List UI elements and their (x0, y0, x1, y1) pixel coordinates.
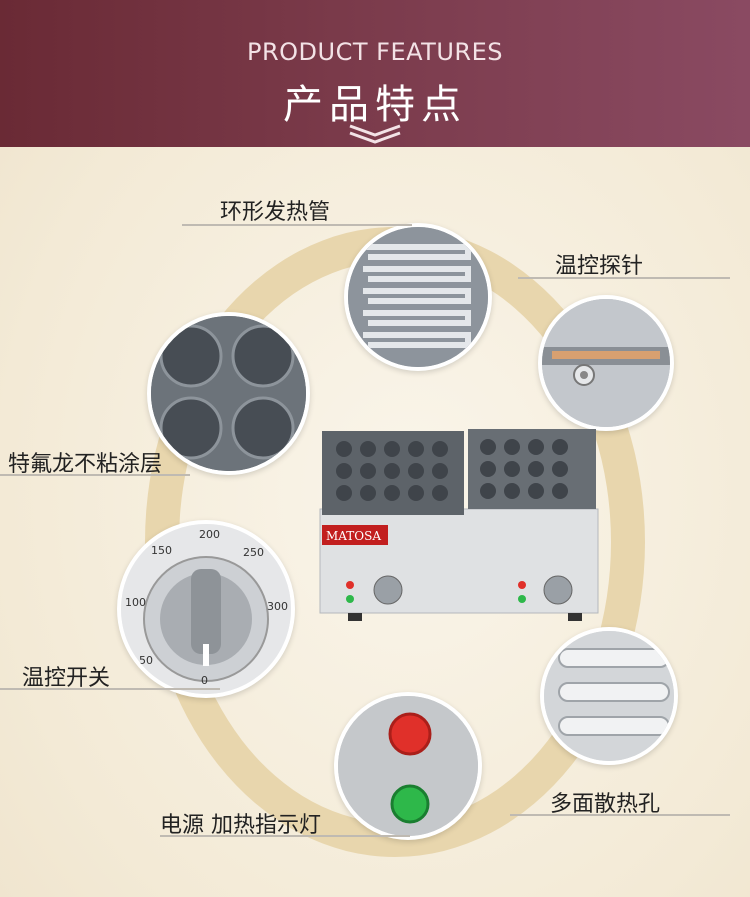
temp-knob-photo: 200 150 250 100 300 50 0 (117, 520, 295, 698)
label-heating-tube: 环形发热管 (220, 200, 331, 225)
vents-photo (540, 627, 678, 765)
chevron-down-icon (349, 124, 401, 144)
label-temp-probe: 温控探针 (555, 254, 644, 279)
product-image: MATOSA (318, 425, 600, 625)
knob-scale-0: 0 (201, 674, 208, 687)
knob-scale-300: 300 (267, 600, 288, 613)
knob-scale-100: 100 (125, 596, 146, 609)
knob-scale-50: 50 (139, 654, 153, 667)
header-title-en: PRODUCT FEATURES (247, 38, 503, 66)
header-banner: PRODUCT FEATURES 产品特点 (0, 0, 750, 147)
label-nonstick: 特氟龙不粘涂层 (8, 452, 163, 477)
line-vents (510, 814, 730, 816)
label-temp-switch: 温控开关 (22, 666, 111, 691)
knob-scale-200: 200 (199, 528, 220, 541)
label-vents: 多面散热孔 (550, 792, 661, 817)
knob-scale-250: 250 (243, 546, 264, 559)
label-indicator: 电源 加热指示灯 (160, 813, 321, 838)
brand-label: MATOSA (326, 529, 382, 543)
line-temp-probe (518, 277, 730, 279)
heating-tube-photo (344, 223, 492, 371)
temp-probe-photo (538, 295, 674, 431)
indicator-lights-photo (334, 692, 482, 840)
knob-scale-150: 150 (151, 544, 172, 557)
line-heating-tube (182, 224, 412, 226)
nonstick-plate-photo (147, 312, 310, 475)
line-indicator (160, 835, 410, 837)
line-temp-switch (0, 688, 220, 690)
header-title-zh: 产品特点 (283, 82, 467, 128)
line-nonstick (0, 474, 190, 476)
